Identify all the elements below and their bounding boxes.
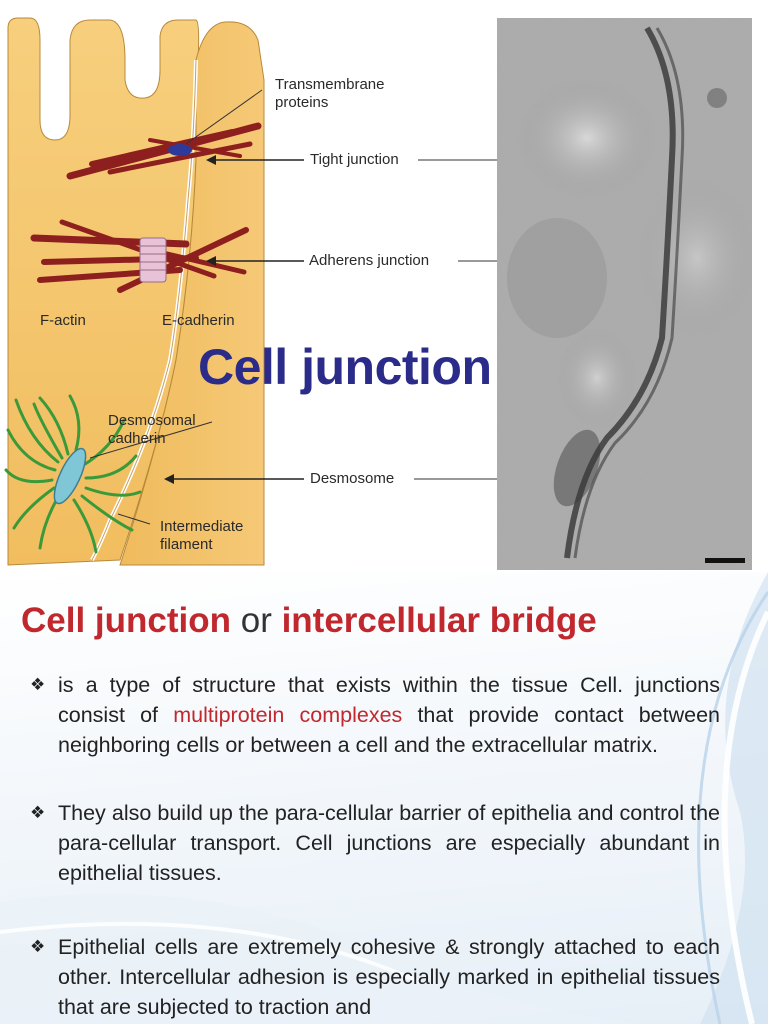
label-f-actin: F-actin <box>40 312 86 329</box>
label-transmembrane-proteins: Transmembrane proteins <box>275 76 385 111</box>
diagram-arrows <box>172 159 304 480</box>
heading-synonym: intercellular bridge <box>281 601 597 640</box>
cell-junction-diagram <box>4 17 674 566</box>
label-adherens-junction: Adherens junction <box>309 252 430 269</box>
diamond-bullet-icon: ❖ <box>30 937 46 956</box>
label-desmosomal-cadherin: Desmosomal cadherin <box>108 412 196 447</box>
tight-junction-protein <box>168 144 192 156</box>
right-cell <box>119 21 265 566</box>
label-e-cadherin: E-cadherin <box>162 312 235 329</box>
tight-junction-actin <box>66 122 262 180</box>
label-intermediate-filament: Intermediate filament <box>160 518 244 553</box>
bullet-epithelial-cells: ❖ Epithelial cells are extremely cohesiv… <box>30 932 720 1022</box>
diamond-bullet-icon: ❖ <box>30 803 46 822</box>
bullet-barrier: ❖ They also build up the para-cellular b… <box>30 798 720 888</box>
heading-or: or <box>231 601 282 640</box>
diamond-bullet-icon: ❖ <box>30 675 46 694</box>
bullet-definition: ❖ is a type of structure that exists wit… <box>30 670 720 760</box>
background-swoosh <box>0 572 768 1024</box>
cell-junction-figure: Transmembrane proteins Tight junction Ad… <box>4 17 752 570</box>
highlight-multiprotein-complexes: multiprotein complexes <box>173 703 403 727</box>
figure-overlay-title: Cell junction <box>198 339 492 395</box>
scale-bar <box>705 558 745 563</box>
heading-term: Cell junction <box>21 601 231 640</box>
label-tight-junction: Tight junction <box>310 151 399 168</box>
desmosome-plaque <box>53 447 87 505</box>
label-desmosome: Desmosome <box>310 470 395 487</box>
electron-micrograph <box>497 18 752 570</box>
text-panel: Cell junction or intercellular bridge ❖ … <box>0 572 768 1024</box>
section-heading: Cell junction or intercellular bridge <box>21 601 597 641</box>
e-cadherin-bundle <box>139 237 167 283</box>
